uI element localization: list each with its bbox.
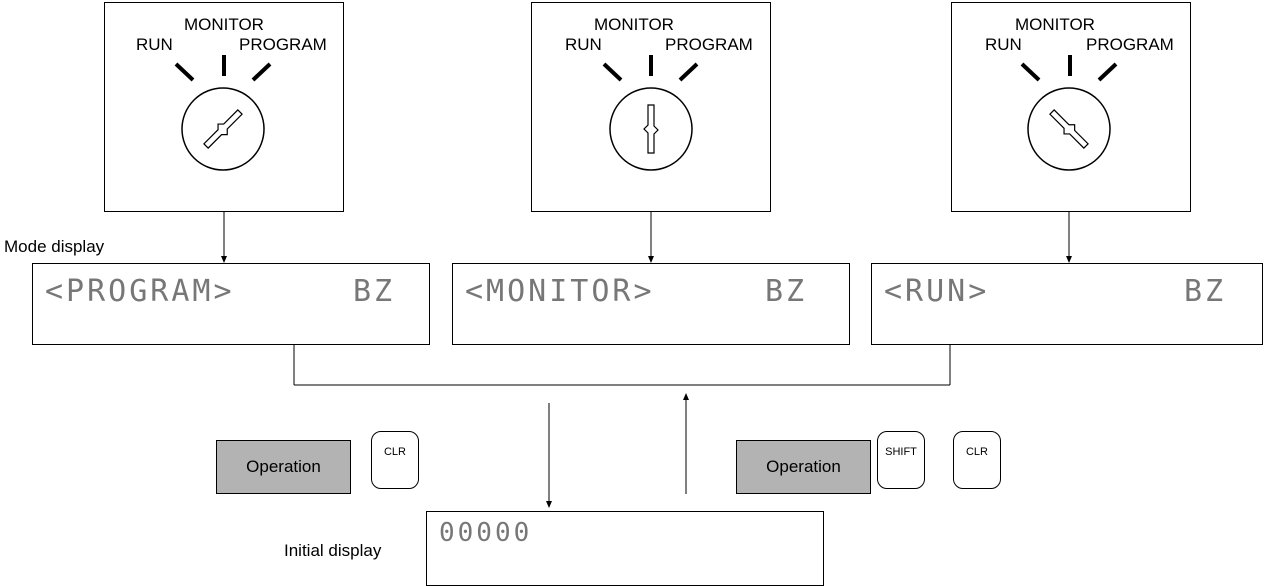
switch-label-run: RUN [985,35,1022,54]
switch-label-monitor: MONITOR [184,15,264,34]
switch-label-run: RUN [565,35,602,54]
switch-ticks [602,55,699,82]
mode-display-program: <PROGRAM> BZ [32,263,430,345]
switch-label-program: PROGRAM [239,35,327,54]
mode-display-run: <RUN> BZ [871,263,1263,345]
key-icon [643,104,659,154]
display-suffix: BZ [1184,274,1227,309]
switch-ticks [174,55,272,82]
switch-label-program: PROGRAM [1086,35,1174,54]
shift-key[interactable]: SHIFT [877,431,925,489]
key-icon [203,109,243,149]
mode-display-monitor: <MONITOR> BZ [452,263,850,345]
connector-bracket [293,345,951,386]
display-text: <PROGRAM> [45,274,235,309]
clr-key[interactable]: CLR [953,431,1001,489]
display-suffix: BZ [765,274,808,309]
display-suffix: BZ [353,274,396,309]
switch-label-monitor: MONITOR [594,15,674,34]
mode-display-label: Mode display [4,237,105,256]
display-text: 00000 [439,518,533,548]
mode-switch-program: MONITOR RUN PROGRAM [104,2,344,212]
switch-label-run: RUN [136,35,173,54]
switch-label-monitor: MONITOR [1015,15,1095,34]
switch-label-program: PROGRAM [665,35,753,54]
key-icon [1049,109,1089,149]
initial-display: 00000 [426,511,824,586]
operation-box-left: Operation [216,440,351,494]
clr-key[interactable]: CLR [371,431,419,489]
switch-ticks [1020,55,1118,82]
display-text: <RUN> [884,274,990,309]
operation-box-right: Operation [736,440,871,494]
initial-display-label: Initial display [284,541,382,560]
display-text: <MONITOR> [465,274,655,309]
mode-switch-monitor: MONITOR RUN PROGRAM [531,2,771,212]
